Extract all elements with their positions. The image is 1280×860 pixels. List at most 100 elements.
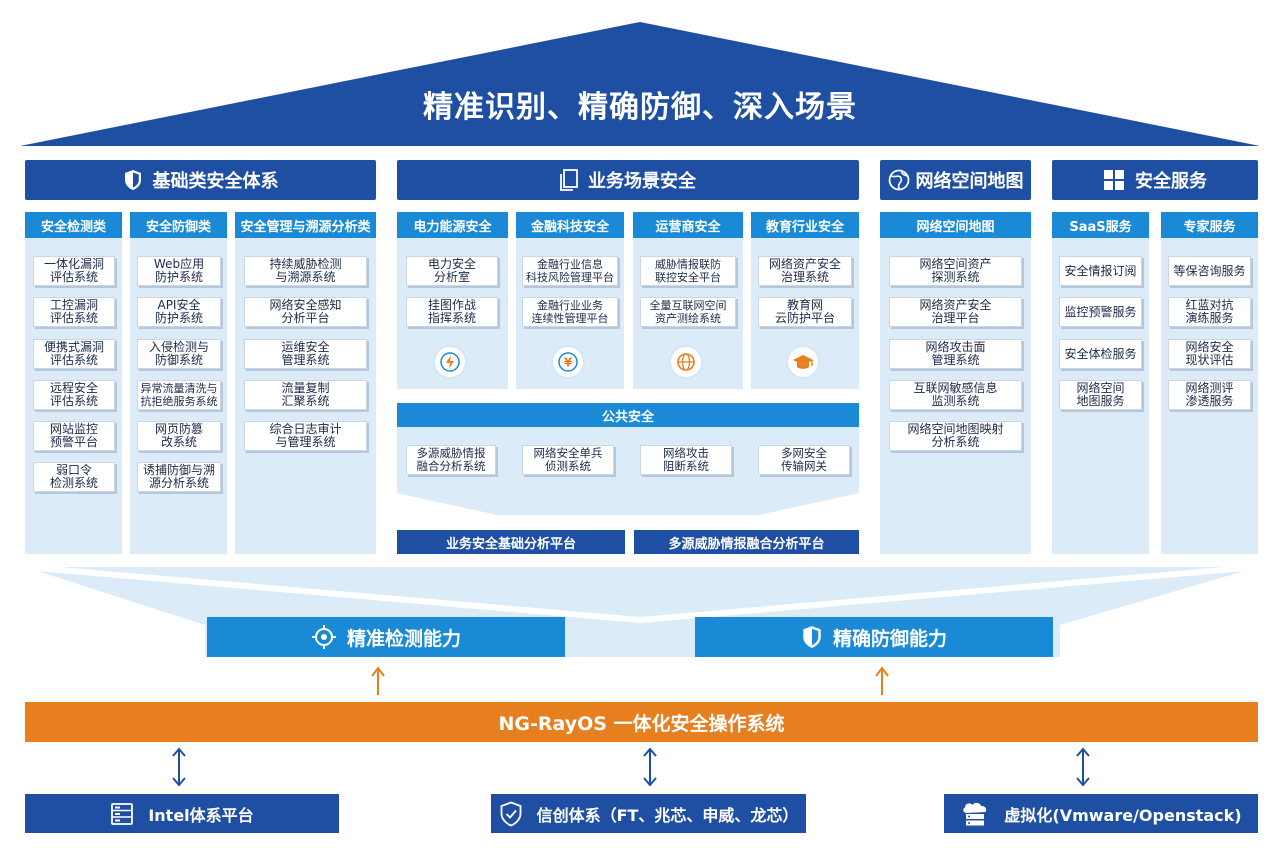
os-bar: NG-RayOS 一体化安全操作系统 xyxy=(25,702,1258,742)
list-item: 网络资产安全 治理平台 xyxy=(889,297,1022,327)
list-item: 网站监控 预警平台 xyxy=(33,421,115,451)
section-business-label: 业务场景安全 xyxy=(588,171,696,192)
list-item: 金融行业业务 连续性管理平台 xyxy=(522,297,618,327)
column-header: 电力能源安全 xyxy=(397,212,508,238)
list-item: 网页防篡 改系统 xyxy=(137,421,221,451)
list-item: 网络空间资产 探测系统 xyxy=(889,256,1022,286)
cloud-server-icon xyxy=(963,802,987,825)
list-item: 安全体检服务 xyxy=(1059,339,1142,369)
roof-banner xyxy=(20,22,1260,146)
section-basic-header: 基础类安全体系 xyxy=(25,160,376,200)
column-header: 安全管理与溯源分析类 xyxy=(235,212,376,238)
public-security-header: 公共安全 xyxy=(397,403,859,427)
section-business-header: 业务场景安全 xyxy=(397,160,859,200)
list-item: 网络安全 现状评估 xyxy=(1168,339,1251,369)
list-item: 全量互联网空间 资产测绘系统 xyxy=(640,297,736,327)
shield-check-icon xyxy=(500,801,521,826)
list-item: 弱口令 检测系统 xyxy=(33,462,115,492)
list-item: 安全情报订阅 xyxy=(1059,256,1142,286)
yuan-icon: ¥ xyxy=(551,345,585,379)
list-item: Web应用 防护系统 xyxy=(137,256,221,286)
svg-text:¥: ¥ xyxy=(564,356,573,370)
base-intel: Intel体系平台 xyxy=(25,794,339,833)
list-item: 综合日志审计 与管理系统 xyxy=(244,421,367,451)
capability-detect: 精准检测能力 xyxy=(207,617,565,657)
list-item: 网络资产安全 治理系统 xyxy=(758,256,852,286)
section-service-label: 安全服务 xyxy=(1135,171,1207,192)
business-col-power: 电力能源安全 电力安全 分析室 挂图作战 指挥系统 xyxy=(397,212,508,389)
capability-defense: 精确防御能力 xyxy=(695,617,1053,657)
column-header: 运营商安全 xyxy=(633,212,743,238)
shield-icon xyxy=(803,626,821,648)
business-col-finance: 金融科技安全 金融行业信息 科技风险管理平台 金融行业业务 连续性管理平台 ¥ xyxy=(516,212,624,389)
base-intel-label: Intel体系平台 xyxy=(148,805,254,825)
list-item: 威胁情报联防 联控安全平台 xyxy=(640,256,736,286)
column-header: 安全防御类 xyxy=(130,212,227,238)
list-item: 异常流量清洗与 抗拒绝服务系统 xyxy=(137,380,221,410)
basic-col-manage: 安全管理与溯源分析类 持续威胁检测 与溯源系统 网络安全感知 分析平台 运维安全… xyxy=(235,212,376,554)
list-item: 网络安全单兵 侦测系统 xyxy=(522,445,614,475)
arrow-up-icon xyxy=(371,666,385,695)
column-header: 教育行业安全 xyxy=(751,212,859,238)
capability-detect-label: 精准检测能力 xyxy=(346,627,461,650)
list-item: 网络攻击 阻断系统 xyxy=(640,445,732,475)
section-map-label: 网络空间地图 xyxy=(915,171,1024,192)
column-header: 网络空间地图 xyxy=(880,212,1031,238)
list-item: 持续威胁检测 与溯源系统 xyxy=(244,256,367,286)
converge-background xyxy=(24,565,1259,657)
funnel-shape xyxy=(397,493,859,515)
document-icon xyxy=(560,169,578,191)
business-col-carrier: 运营商安全 威胁情报联防 联控安全平台 全量互联网空间 资产测绘系统 xyxy=(633,212,743,389)
list-item: 网络安全感知 分析平台 xyxy=(244,297,367,327)
platform-business-analysis: 业务安全基础分析平台 xyxy=(397,530,625,554)
list-item: 网络空间 地图服务 xyxy=(1059,380,1142,410)
column-header: SaaS服务 xyxy=(1052,212,1149,238)
list-item: 网络空间地图映射 分析系统 xyxy=(889,421,1022,451)
basic-col-defense: 安全防御类 Web应用 防护系统 API安全 防护系统 入侵检测与 防御系统 异… xyxy=(130,212,227,554)
map-col: 网络空间地图 网络空间资产 探测系统 网络资产安全 治理平台 网络攻击面 管理系… xyxy=(880,212,1031,554)
server-icon xyxy=(111,802,134,825)
lightning-icon xyxy=(433,345,467,379)
platform-threat-fusion: 多源威胁情报融合分析平台 xyxy=(634,530,859,554)
public-security-panel: 公共安全 多源威胁情报 融合分析系统 网络安全单兵 侦测系统 网络攻击 阻断系统… xyxy=(397,403,859,493)
main-title: 精准识别、精确防御、深入场景 xyxy=(423,90,857,125)
list-item: 流量复制 汇聚系统 xyxy=(244,380,367,410)
grid-icon xyxy=(1104,170,1124,190)
column-header: 安全检测类 xyxy=(25,212,122,238)
double-arrow-icon xyxy=(1076,747,1090,787)
base-virtualization-label: 虚拟化(Vmware/Openstack) xyxy=(1004,805,1242,825)
list-item: 多网安全 传输网关 xyxy=(758,445,850,475)
list-item: 远程安全 评估系统 xyxy=(33,380,115,410)
section-map-header: 网络空间地图 xyxy=(880,160,1031,200)
arrow-up-icon xyxy=(875,666,889,695)
list-item: 挂图作战 指挥系统 xyxy=(406,297,498,327)
list-item: 入侵检测与 防御系统 xyxy=(137,339,221,369)
list-item: 多源威胁情报 融合分析系统 xyxy=(406,445,496,475)
list-item: 红蓝对抗 演练服务 xyxy=(1168,297,1251,327)
capability-defense-label: 精确防御能力 xyxy=(832,627,947,650)
section-basic-label: 基础类安全体系 xyxy=(152,171,279,192)
list-item: 等保咨询服务 xyxy=(1168,256,1251,286)
base-xinchuang-label: 信创体系（FT、兆芯、申威、龙芯） xyxy=(536,805,799,825)
service-col-expert: 专家服务 等保咨询服务 红蓝对抗 演练服务 网络安全 现状评估 网络测评 渗透服… xyxy=(1161,212,1258,554)
column-header: 专家服务 xyxy=(1161,212,1258,238)
business-col-education: 教育行业安全 网络资产安全 治理系统 教育网 云防护平台 xyxy=(751,212,859,389)
column-header: 金融科技安全 xyxy=(516,212,624,238)
basic-col-detect: 安全检测类 一体化漏洞 评估系统 工控漏洞 评估系统 便携式漏洞 评估系统 远程… xyxy=(25,212,122,554)
service-col-saas: SaaS服务 安全情报订阅 监控预警服务 安全体检服务 网络空间 地图服务 xyxy=(1052,212,1149,554)
section-service-header: 安全服务 xyxy=(1052,160,1258,200)
list-item: 电力安全 分析室 xyxy=(406,256,498,286)
list-item: 一体化漏洞 评估系统 xyxy=(33,256,115,286)
list-item: 教育网 云防护平台 xyxy=(758,297,852,327)
base-xinchuang: 信创体系（FT、兆芯、申威、龙芯） xyxy=(491,794,806,833)
list-item: 便携式漏洞 评估系统 xyxy=(33,339,115,369)
list-item: API安全 防护系统 xyxy=(137,297,221,327)
list-item: 监控预警服务 xyxy=(1059,297,1142,327)
list-item: 互联网敏感信息 监测系统 xyxy=(889,380,1022,410)
globe-icon xyxy=(669,345,703,379)
list-item: 金融行业信息 科技风险管理平台 xyxy=(522,256,618,286)
shield-icon xyxy=(124,170,141,190)
list-item: 网络攻击面 管理系统 xyxy=(889,339,1022,369)
list-item: 诱捕防御与溯 源分析系统 xyxy=(137,462,221,492)
list-item: 运维安全 管理系统 xyxy=(244,339,367,369)
